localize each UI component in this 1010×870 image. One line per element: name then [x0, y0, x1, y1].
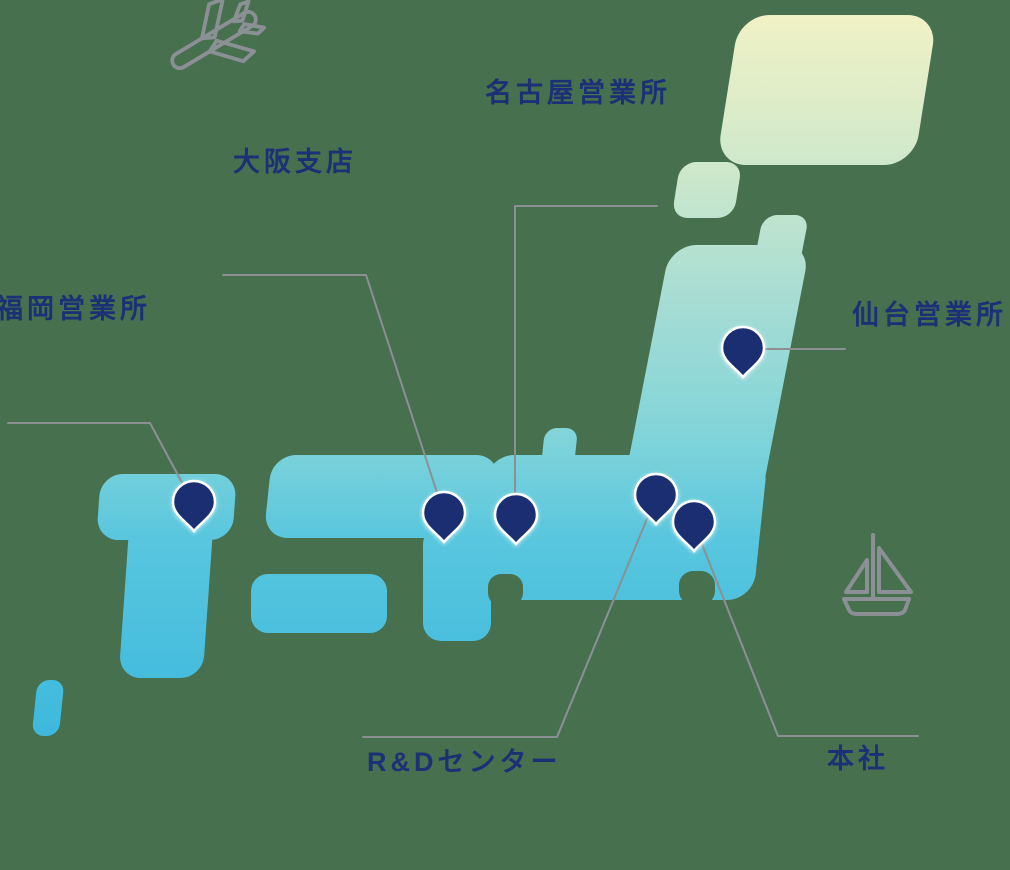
- label-osaka: 大阪支店: [233, 147, 357, 177]
- region-chugoku-strip: [265, 455, 498, 538]
- region-kii-peninsula: [423, 526, 491, 641]
- leader-line-honsha: [693, 523, 919, 737]
- tokyo-bay-notch: [679, 571, 715, 605]
- region-kyushu-leg: [120, 510, 213, 678]
- map-pin-osaka[interactable]: [421, 490, 467, 545]
- region-okinawa: [32, 680, 64, 736]
- map-pin-honsha[interactable]: [671, 499, 717, 554]
- map-pin-nagoya[interactable]: [493, 492, 539, 547]
- leader-line-osaka: [222, 274, 445, 515]
- airplane-icon: [170, 0, 267, 71]
- region-hokkaido: [673, 15, 934, 218]
- ise-bay-notch: [488, 574, 523, 606]
- map-pin-sendai[interactable]: [720, 325, 766, 380]
- label-honsha: 本社: [827, 744, 889, 774]
- region-hokkaido-peninsula: [673, 162, 741, 218]
- region-chubu-kanto: [475, 455, 766, 600]
- leader-line-fukuoka: [7, 422, 195, 506]
- label-nagoya: 名古屋営業所: [485, 78, 671, 108]
- leader-line-nagoya: [514, 205, 658, 517]
- label-sendai: 仙台営業所: [852, 300, 1007, 330]
- map-pin-fukuoka[interactable]: [171, 479, 217, 534]
- leader-line-rd-center: [362, 496, 657, 738]
- map-pin-rd-center[interactable]: [633, 472, 679, 527]
- label-fukuoka: 福岡営業所: [0, 294, 151, 324]
- region-shikoku: [251, 574, 387, 633]
- label-rd-center: R&Dセンター: [367, 747, 562, 777]
- sailboat-icon: [842, 533, 913, 616]
